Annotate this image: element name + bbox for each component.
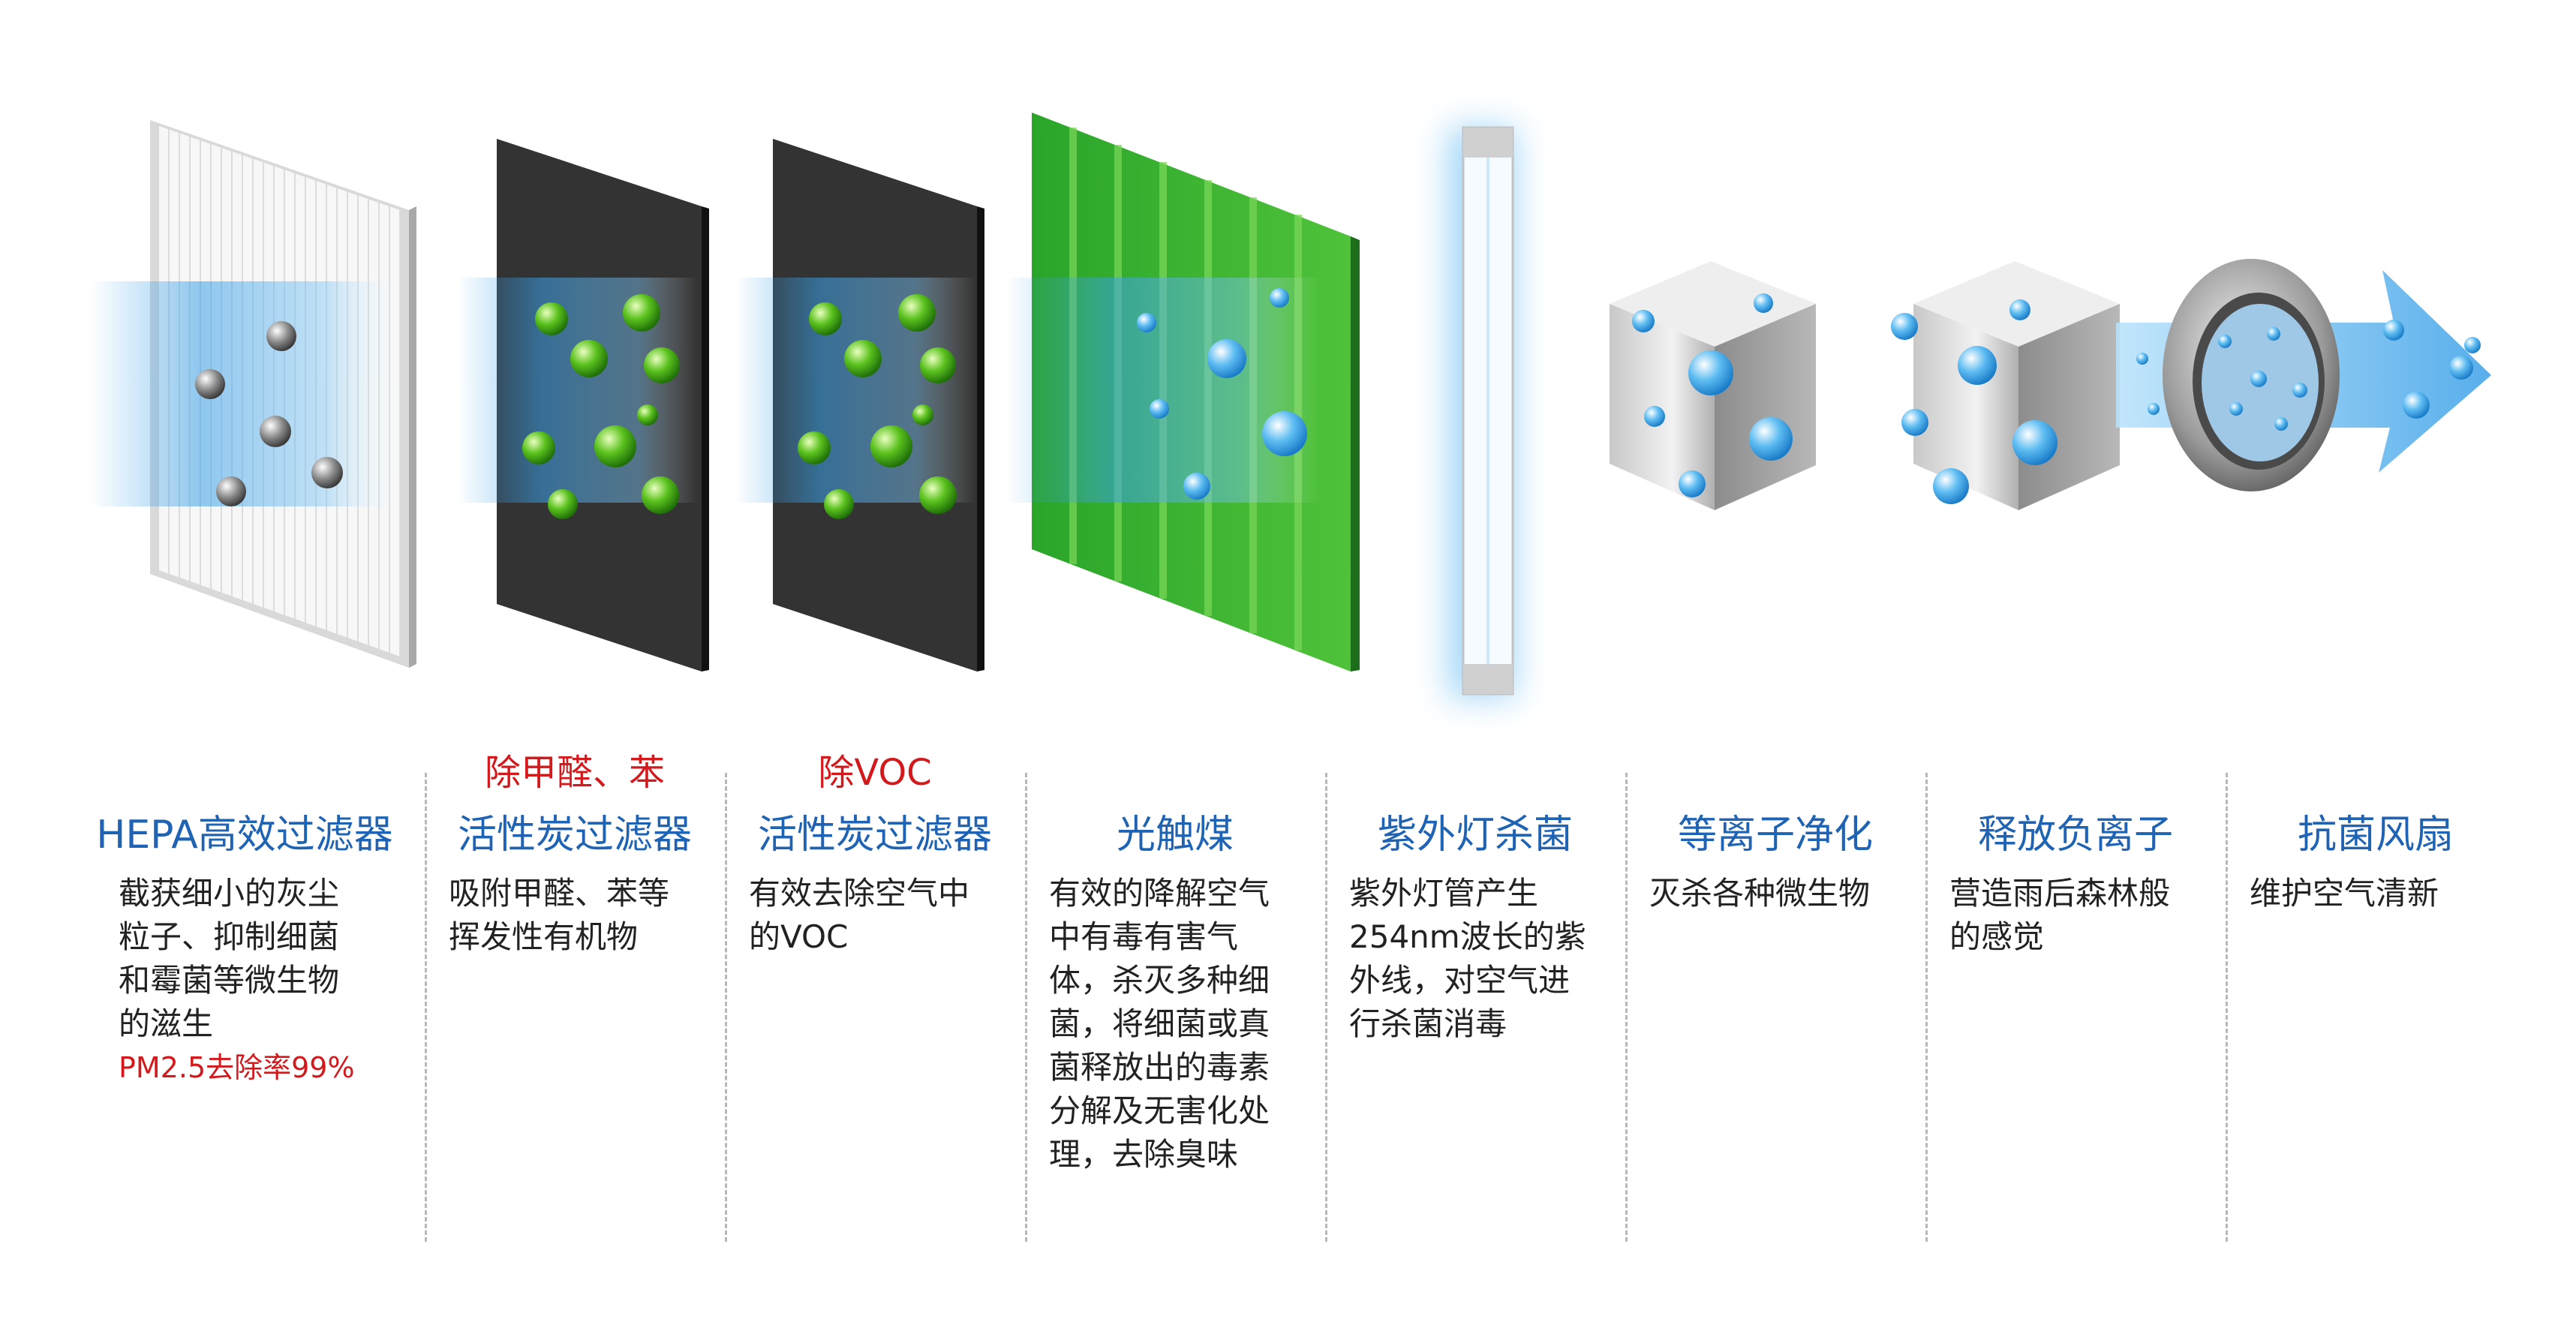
- stage-photocatalyst: 光触煤 有效的降解空气 中有毒有害气 体，杀灭多种细 菌，将细菌或真 菌释放出的…: [1025, 750, 1325, 1176]
- stage-badge: [1625, 750, 1925, 795]
- description-line: 菌，将细菌或真: [1049, 1005, 1270, 1042]
- description-line: 有效去除空气中: [749, 875, 970, 912]
- stage-description: 灭杀各种微生物: [1649, 872, 1901, 915]
- stage-hepa: HEPA高效过滤器 截获细小的灰尘 粒子、抑制细菌 和霉菌等微生物 的滋生 PM…: [95, 750, 395, 1089]
- stage-uv: 紫外灯杀菌 紫外灯管产生 254nm波长的紫 外线，对空气进 行杀菌消毒: [1325, 750, 1625, 1046]
- description-line: 体，杀灭多种细: [1049, 962, 1270, 999]
- description-line: 行杀菌消毒: [1349, 1005, 1507, 1042]
- stage-description: 有效去除空气中 的VOC: [749, 872, 1001, 959]
- description-line: 粒子、抑制细菌: [119, 918, 340, 955]
- carbon-panel-2: [735, 139, 984, 672]
- description-line: 挥发性有机物: [449, 918, 639, 955]
- description-line: 理，去除臭味: [1049, 1136, 1239, 1173]
- negative-ion-cube: [1891, 261, 2120, 510]
- stage-description: 紫外灯管产生 254nm波长的紫 外线，对空气进 行杀菌消毒: [1349, 872, 1601, 1046]
- stage-title: HEPA高效过滤器: [96, 813, 393, 858]
- stage-title: 活性炭过滤器: [457, 813, 692, 858]
- stage-description: 吸附甲醛、苯等 挥发性有机物: [449, 872, 701, 959]
- stage-title: 光触煤: [1116, 813, 1234, 858]
- antibacterial-fan: [2116, 259, 2491, 491]
- column-separator: [2226, 773, 2228, 1242]
- green-particle-group: [798, 294, 957, 519]
- description-line: 外线，对空气进: [1349, 962, 1571, 999]
- stage-plasma: 等离子净化 灭杀各种微生物: [1625, 750, 1925, 915]
- description-line: 的感觉: [1949, 918, 2045, 955]
- column-separator: [425, 773, 427, 1242]
- stage-badge: 除甲醛、苯: [484, 752, 665, 794]
- filter-stages-illustration: [90, 113, 2491, 698]
- stage-title: 等离子净化: [1677, 813, 1873, 858]
- description-line: 截获细小的灰尘: [119, 875, 340, 912]
- stage-badge: [1325, 750, 1625, 795]
- stage-badge: [1925, 750, 2226, 795]
- column-separator: [1925, 773, 1928, 1242]
- description-line: 的滋生: [119, 1005, 214, 1042]
- stage-badge: [2226, 750, 2526, 795]
- dust-particle-group: [195, 321, 343, 506]
- column-separator: [725, 773, 727, 1242]
- stage-title: 抗菌风扇: [2297, 813, 2454, 858]
- plasma-cube: [1610, 261, 1816, 510]
- description-line: 灭杀各种微生物: [1649, 875, 1871, 912]
- stage-carbon-1: 除甲醛、苯 活性炭过滤器 吸附甲醛、苯等 挥发性有机物: [425, 750, 725, 959]
- description-line: 紫外灯管产生: [1349, 875, 1539, 912]
- column-separator: [1325, 773, 1327, 1242]
- stage-negative-ion: 释放负离子 营造雨后森林般 的感觉: [1925, 750, 2226, 959]
- ion-particle-group: [1632, 293, 1793, 497]
- green-particle-group: [522, 294, 680, 519]
- description-line: 营造雨后森林般: [1949, 875, 2171, 912]
- photocatalyst-panel: [1005, 113, 1360, 672]
- stage-description: 截获细小的灰尘 粒子、抑制细菌 和霉菌等微生物 的滋生 PM2.5去除率99%: [119, 872, 371, 1089]
- column-separator: [1025, 773, 1027, 1242]
- stage-description: 营造雨后森林般 的感觉: [1949, 872, 2202, 959]
- stage-fan: 抗菌风扇 维护空气清新: [2226, 750, 2526, 915]
- stage-carbon-2: 除VOC 活性炭过滤器 有效去除空气中 的VOC: [725, 750, 1025, 959]
- description-line: 254nm波长的紫: [1349, 918, 1586, 955]
- fan-particle-group: [2136, 320, 2481, 431]
- stage-description: 维护空气清新: [2250, 872, 2502, 915]
- stage-title: 活性炭过滤器: [757, 813, 992, 858]
- description-line: 和霉菌等微生物: [119, 962, 340, 999]
- description-line: 中有毒有害气: [1049, 918, 1239, 955]
- hepa-panel: [90, 120, 416, 668]
- description-line: 有效的降解空气: [1049, 875, 1270, 912]
- stage-title: 释放负离子: [1977, 813, 2173, 858]
- description-line: 维护空气清新: [2250, 875, 2439, 912]
- stage-badge: [95, 750, 395, 795]
- stage-note: PM2.5去除率99%: [119, 1051, 355, 1084]
- stage-badge: 除VOC: [818, 752, 932, 794]
- negative-ion-particle-group: [1891, 299, 2057, 504]
- description-line: 菌释放出的毒素: [1049, 1049, 1270, 1086]
- uv-lamp: [1448, 126, 1516, 698]
- stage-description: 有效的降解空气 中有毒有害气 体，杀灭多种细 菌，将细菌或真 菌释放出的毒素 分…: [1049, 872, 1301, 1176]
- carbon-panel-1: [458, 139, 709, 672]
- description-line: 吸附甲醛、苯等: [449, 875, 670, 912]
- column-separator: [1625, 773, 1628, 1242]
- blue-particle-group: [1137, 288, 1307, 500]
- stage-title: 紫外灯杀菌: [1377, 813, 1573, 858]
- stage-badge: [1025, 750, 1325, 795]
- description-line: 分解及无害化处: [1049, 1092, 1270, 1129]
- description-line: 的VOC: [749, 918, 849, 955]
